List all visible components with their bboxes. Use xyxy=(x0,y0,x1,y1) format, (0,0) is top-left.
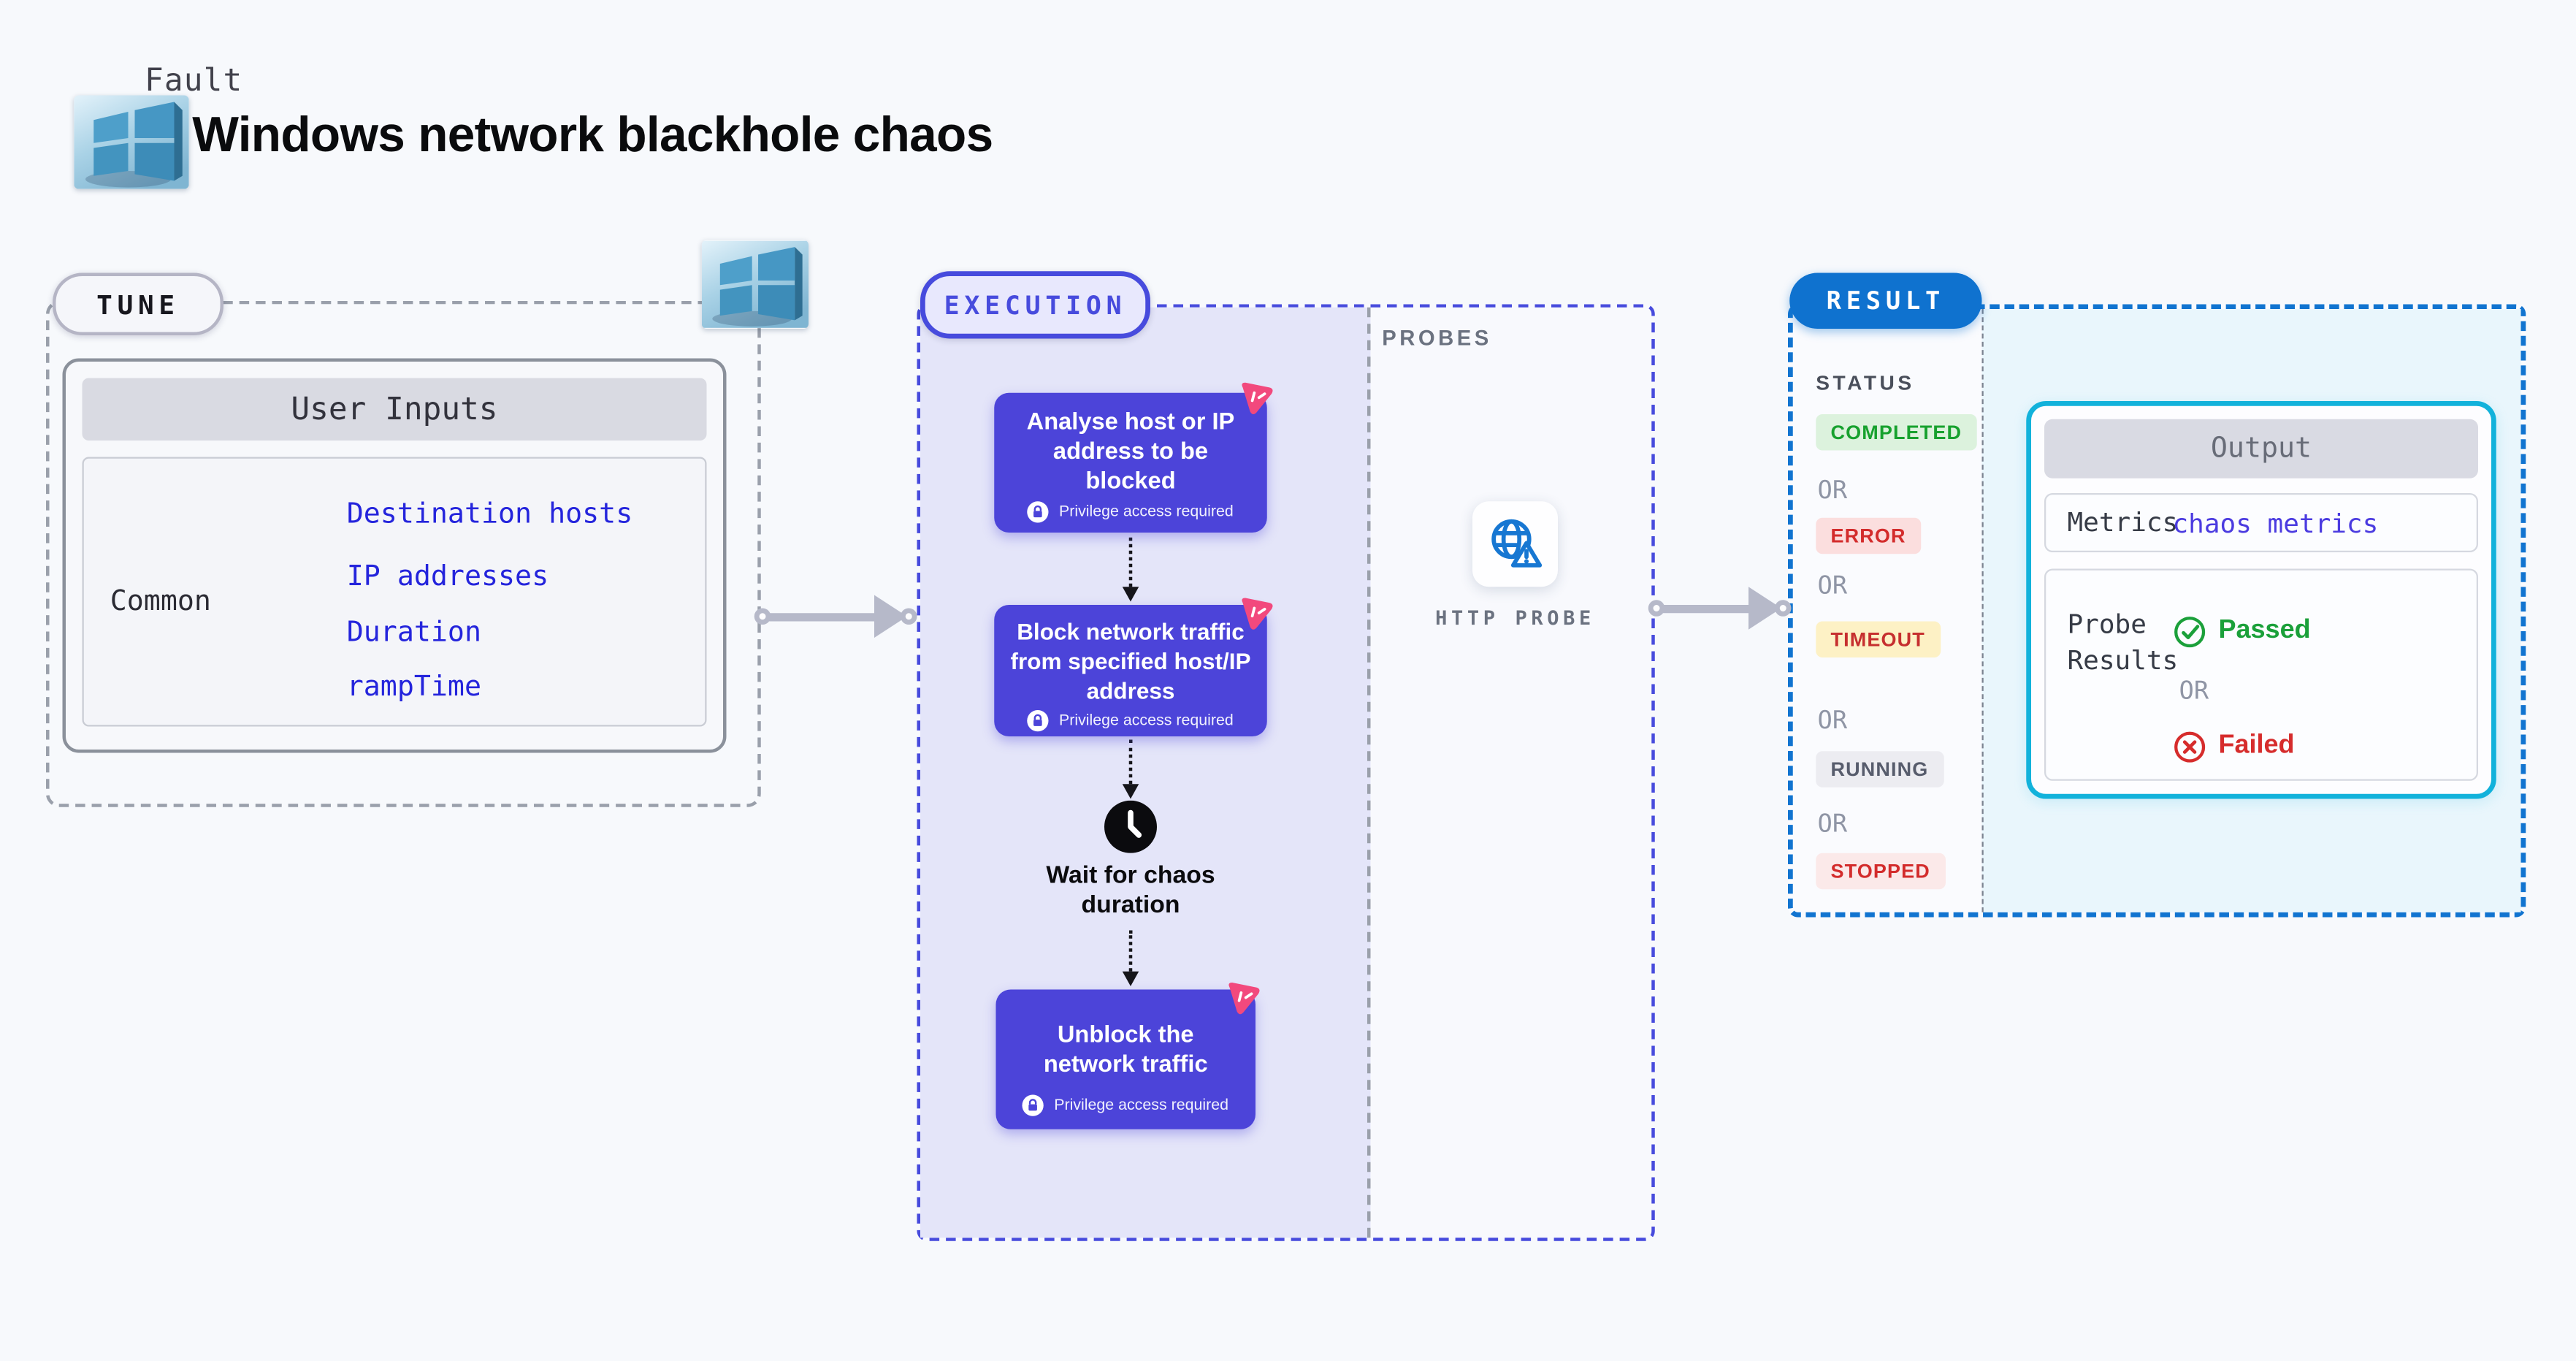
chaos-experiment-icon xyxy=(1234,375,1278,419)
user-inputs-body: Common Destination hosts IP addresses Du… xyxy=(82,457,707,727)
tune-section-box xyxy=(46,300,761,807)
step-analyse-host[interactable]: Analyse host or IP address to be blocked… xyxy=(994,392,1267,533)
flow-connector xyxy=(1128,537,1133,587)
step-unblock-traffic[interactable]: Unblock the network traffic Privilege ac… xyxy=(995,989,1255,1129)
x-circle-icon xyxy=(2174,731,2206,762)
output-header: Output xyxy=(2044,419,2478,479)
status-badge-timeout: TIMEOUT xyxy=(1816,621,1941,657)
user-inputs-row-label: Common xyxy=(110,585,211,618)
output-or-label: OR xyxy=(2179,675,2209,706)
step-block-traffic[interactable]: Block network traffic from specified hos… xyxy=(994,605,1267,736)
step-title: Unblock the network traffic xyxy=(1043,1022,1208,1079)
input-link-duration[interactable]: Duration xyxy=(346,616,482,649)
failed-label: Failed xyxy=(2218,731,2295,760)
wait-clock-icon xyxy=(1104,800,1157,853)
probe-results-values: Passed OR Failed xyxy=(2173,571,2311,779)
probe-results-label: Probe Results xyxy=(2067,608,2179,676)
probes-region-label: PROBES xyxy=(1382,325,1492,351)
status-or-label: OR xyxy=(1817,570,1848,601)
step-title: Block network traffic from specified hos… xyxy=(1010,618,1251,704)
status-or-label: OR xyxy=(1817,705,1848,735)
tune-section-pill: TUNE xyxy=(53,272,223,335)
lock-icon xyxy=(1028,710,1050,732)
flow-arrowhead xyxy=(1122,784,1139,799)
flow-arrowhead xyxy=(1122,587,1139,602)
input-link-destination-hosts[interactable]: Destination hosts xyxy=(346,497,633,531)
status-badge-error: ERROR xyxy=(1816,517,1921,554)
fault-category-label: Fault xyxy=(145,62,243,99)
flow-connector xyxy=(1128,930,1133,972)
execution-section-pill: EXECUTION xyxy=(920,271,1150,339)
status-or-label: OR xyxy=(1817,809,1848,839)
passed-result: Passed xyxy=(2173,613,2311,649)
tune-to-execution-arrow xyxy=(754,595,917,638)
page-title: Windows network blackhole chaos xyxy=(192,108,993,163)
failed-result: Failed xyxy=(2173,728,2311,765)
output-card: Output Metrics chaos metrics Probe Resul… xyxy=(2026,401,2496,799)
status-column-label: STATUS xyxy=(1816,371,1915,395)
windows-logo-icon xyxy=(74,95,189,189)
status-badge-running: RUNNING xyxy=(1816,751,1944,788)
input-link-ramptime[interactable]: rampTime xyxy=(346,671,482,704)
privilege-badge: Privilege access required xyxy=(1028,501,1234,523)
wait-step-label: Wait for chaos duration xyxy=(1046,861,1215,919)
chaos-metrics-link[interactable]: chaos metrics xyxy=(2172,507,2379,538)
windows-logo-icon-small xyxy=(701,240,809,329)
http-probe-label: HTTP PROBE xyxy=(1435,606,1595,630)
result-section-pill: RESULT xyxy=(1789,272,1982,329)
http-probe-node[interactable] xyxy=(1472,501,1558,587)
globe-alert-icon xyxy=(1491,519,1543,568)
step-title: Analyse host or IP address to be blocked xyxy=(1026,409,1235,495)
status-badge-completed: COMPLETED xyxy=(1816,414,1977,451)
input-link-ip-addresses[interactable]: IP addresses xyxy=(346,560,549,594)
passed-label: Passed xyxy=(2218,616,2311,644)
privilege-badge: Privilege access required xyxy=(1028,710,1234,732)
status-or-label: OR xyxy=(1817,475,1848,505)
lock-icon xyxy=(1023,1094,1044,1116)
user-inputs-card: User Inputs Common Destination hosts IP … xyxy=(62,358,727,753)
metrics-row: Metrics chaos metrics xyxy=(2044,493,2478,552)
flow-arrowhead xyxy=(1122,971,1139,986)
check-circle-icon xyxy=(2174,615,2206,647)
probes-to-result-arrow xyxy=(1648,587,1792,630)
privilege-badge-text: Privilege access required xyxy=(1054,1096,1229,1115)
user-inputs-header: User Inputs xyxy=(82,378,707,441)
chaos-experiment-icon xyxy=(1234,590,1278,634)
chaos-experiment-icon xyxy=(1221,975,1265,1019)
status-badge-stopped: STOPPED xyxy=(1816,853,1946,890)
privilege-badge-text: Privilege access required xyxy=(1058,712,1234,730)
probe-results-row: Probe Results Passed OR Failed xyxy=(2044,568,2478,781)
privilege-badge-text: Privilege access required xyxy=(1058,503,1234,522)
lock-icon xyxy=(1028,501,1050,523)
flow-connector xyxy=(1128,739,1133,785)
privilege-badge: Privilege access required xyxy=(1023,1094,1229,1116)
metrics-label: Metrics xyxy=(2067,506,2179,538)
